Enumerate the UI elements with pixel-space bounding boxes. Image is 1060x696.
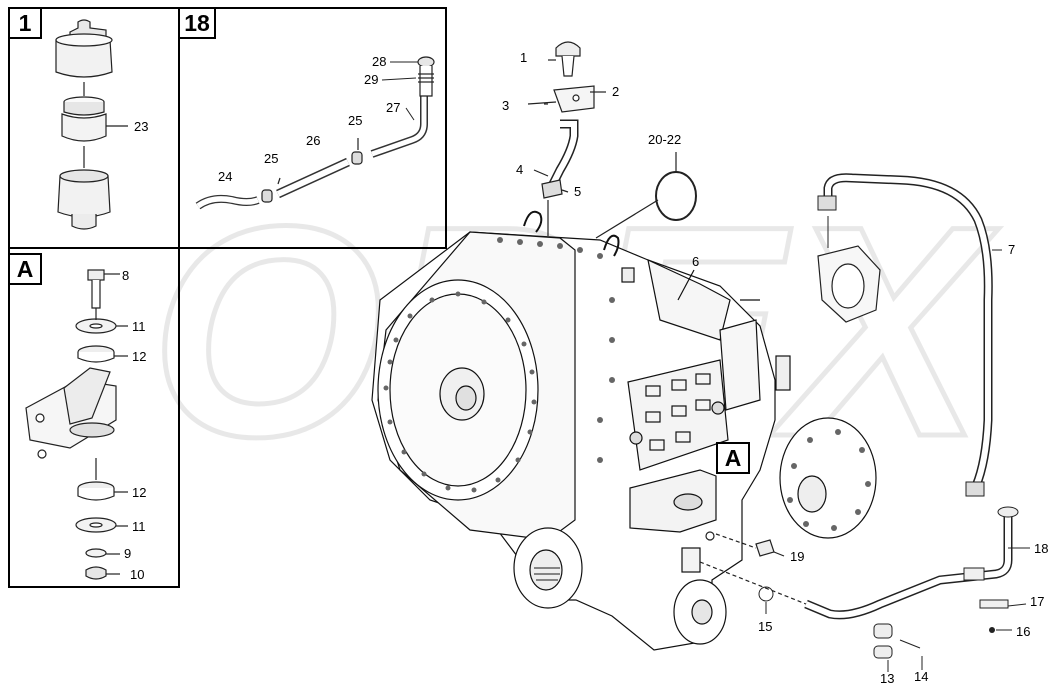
view-18-hose-drawing (195, 56, 435, 210)
callout-12-upper: 12 (132, 349, 146, 364)
callout-labels: 1 2 3 4 5 6 7 8 9 10 11 11 12 12 13 14 1… (122, 50, 1048, 686)
callout-7: 7 (1008, 242, 1015, 257)
view-tag-a: A (8, 253, 42, 285)
callout-20-22: 20-22 (648, 132, 681, 147)
callout-11-lower: 11 (132, 519, 146, 534)
callout-2: 2 (612, 84, 619, 99)
callout-25-right: 25 (348, 113, 362, 128)
detail-callout-a: A (716, 442, 750, 474)
callout-23: 23 (134, 119, 148, 134)
callout-18: 18 (1034, 541, 1048, 556)
callout-25-left: 25 (264, 151, 278, 166)
view-tag-1: 1 (8, 7, 42, 39)
callout-24: 24 (218, 169, 232, 184)
callout-1: 1 (520, 50, 527, 65)
callout-9: 9 (124, 546, 131, 561)
callout-16: 16 (1016, 624, 1030, 639)
callout-26: 26 (306, 133, 320, 148)
oil-line-7-drawing (817, 173, 1002, 497)
oil-line-18-drawing (758, 506, 1030, 672)
callout-17: 17 (1030, 594, 1044, 609)
detail-frame-a (8, 247, 180, 588)
view-tag-18: 18 (178, 7, 216, 39)
callout-28: 28 (372, 54, 386, 69)
callout-4: 4 (516, 162, 523, 177)
view-a-mount-drawing (25, 269, 128, 580)
callout-19: 19 (790, 549, 804, 564)
callout-8: 8 (122, 268, 129, 283)
gasket-flange-drawing (817, 245, 881, 323)
view-1-mount-drawing (55, 19, 128, 230)
callout-29: 29 (364, 72, 378, 87)
bolt-19-drawing (699, 531, 807, 605)
callout-27: 27 (386, 100, 400, 115)
detail-frame-1 (8, 7, 180, 249)
callout-12-lower: 12 (132, 485, 146, 500)
callout-6: 6 (692, 254, 699, 269)
callout-14: 14 (914, 669, 928, 684)
transmission-housing-drawing (371, 210, 877, 651)
callout-5: 5 (574, 184, 581, 199)
detail-frame-18 (178, 7, 447, 249)
callout-15: 15 (758, 619, 772, 634)
callout-10: 10 (130, 567, 144, 582)
callout-13: 13 (880, 671, 894, 686)
callout-11-upper: 11 (132, 319, 146, 334)
dipstick-assembly-drawing (527, 41, 697, 239)
callout-3: 3 (502, 98, 509, 113)
